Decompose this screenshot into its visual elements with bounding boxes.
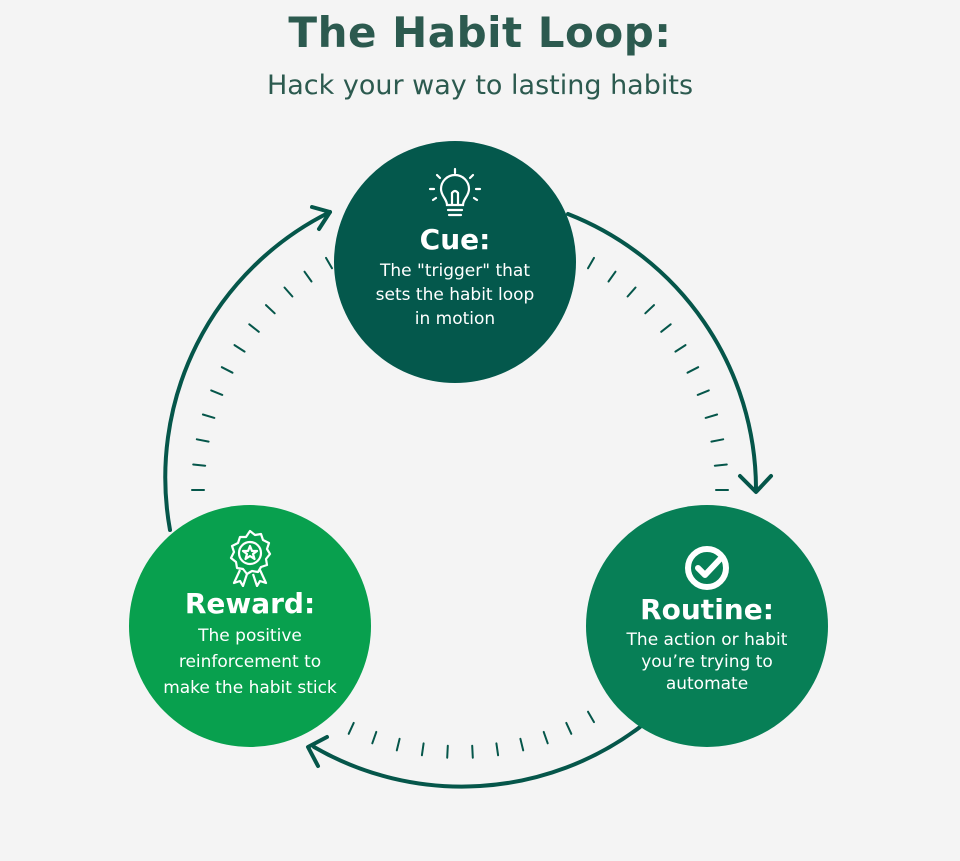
loop-arrows (163, 205, 773, 789)
ring-tick (713, 463, 728, 467)
ring-tick (303, 270, 313, 283)
ring-tick (607, 270, 617, 283)
reward-heading: Reward: (184, 587, 316, 620)
ring-tick (192, 463, 207, 467)
routine-heading: Routine: (640, 593, 774, 626)
ring-tick (660, 323, 672, 333)
routine-description: The action or habit you’re trying to aut… (626, 630, 788, 694)
routine-node: Routine: The action or habit you’re tryi… (586, 505, 828, 747)
arrow-reward-to-cue (163, 210, 332, 532)
cue-node: Cue: The "trigger" that sets the habit l… (334, 141, 576, 383)
ring-tick (347, 721, 355, 735)
ring-tick (220, 366, 234, 374)
cue-heading: Cue: (419, 223, 491, 256)
arrow-cue-to-routine (566, 212, 758, 490)
page-title: The Habit Loop: (288, 8, 672, 57)
arrow-routine-to-reward (312, 725, 642, 789)
page-subtitle: Hack your way to lasting habits (266, 70, 694, 101)
ring-tick (674, 344, 687, 353)
ring-tick (325, 256, 333, 270)
reward-node: Reward: The positive reinforcement to ma… (129, 505, 371, 747)
ring-tick (265, 304, 276, 315)
ring-tick (710, 438, 725, 443)
arrow-cue-to-routine-head (738, 474, 773, 494)
reward-description: The positive reinforcement to make the h… (163, 626, 337, 698)
ring-tick (495, 742, 500, 757)
ring-tick (704, 413, 719, 419)
ring-tick (644, 304, 655, 315)
ring-tick (210, 389, 224, 396)
ring-tick (587, 710, 595, 724)
ring-tick (542, 730, 549, 745)
ring-tick (201, 413, 216, 419)
ring-tick (471, 744, 474, 759)
ring-tick (248, 323, 260, 333)
inner-dashed-ring (191, 256, 729, 759)
ring-tick (686, 366, 700, 374)
ring-tick (420, 742, 425, 757)
check-circle-icon (685, 546, 729, 590)
ring-tick (283, 286, 294, 298)
ring-tick (371, 730, 378, 745)
ring-tick (395, 737, 401, 752)
ring-tick (519, 737, 525, 752)
ring-tick (233, 344, 246, 353)
ring-tick (626, 286, 637, 298)
ring-tick (587, 256, 595, 270)
arrow-reward-to-cue-head (310, 205, 332, 231)
ring-tick (446, 744, 449, 759)
cue-description: The "trigger" that sets the habit loop i… (375, 261, 535, 329)
lightbulb-icon (428, 167, 482, 217)
ring-tick (565, 721, 573, 735)
ring-tick (696, 389, 710, 396)
award-ribbon-icon (229, 529, 272, 587)
arrow-routine-to-reward-head (306, 735, 329, 768)
ring-tick (195, 438, 210, 443)
